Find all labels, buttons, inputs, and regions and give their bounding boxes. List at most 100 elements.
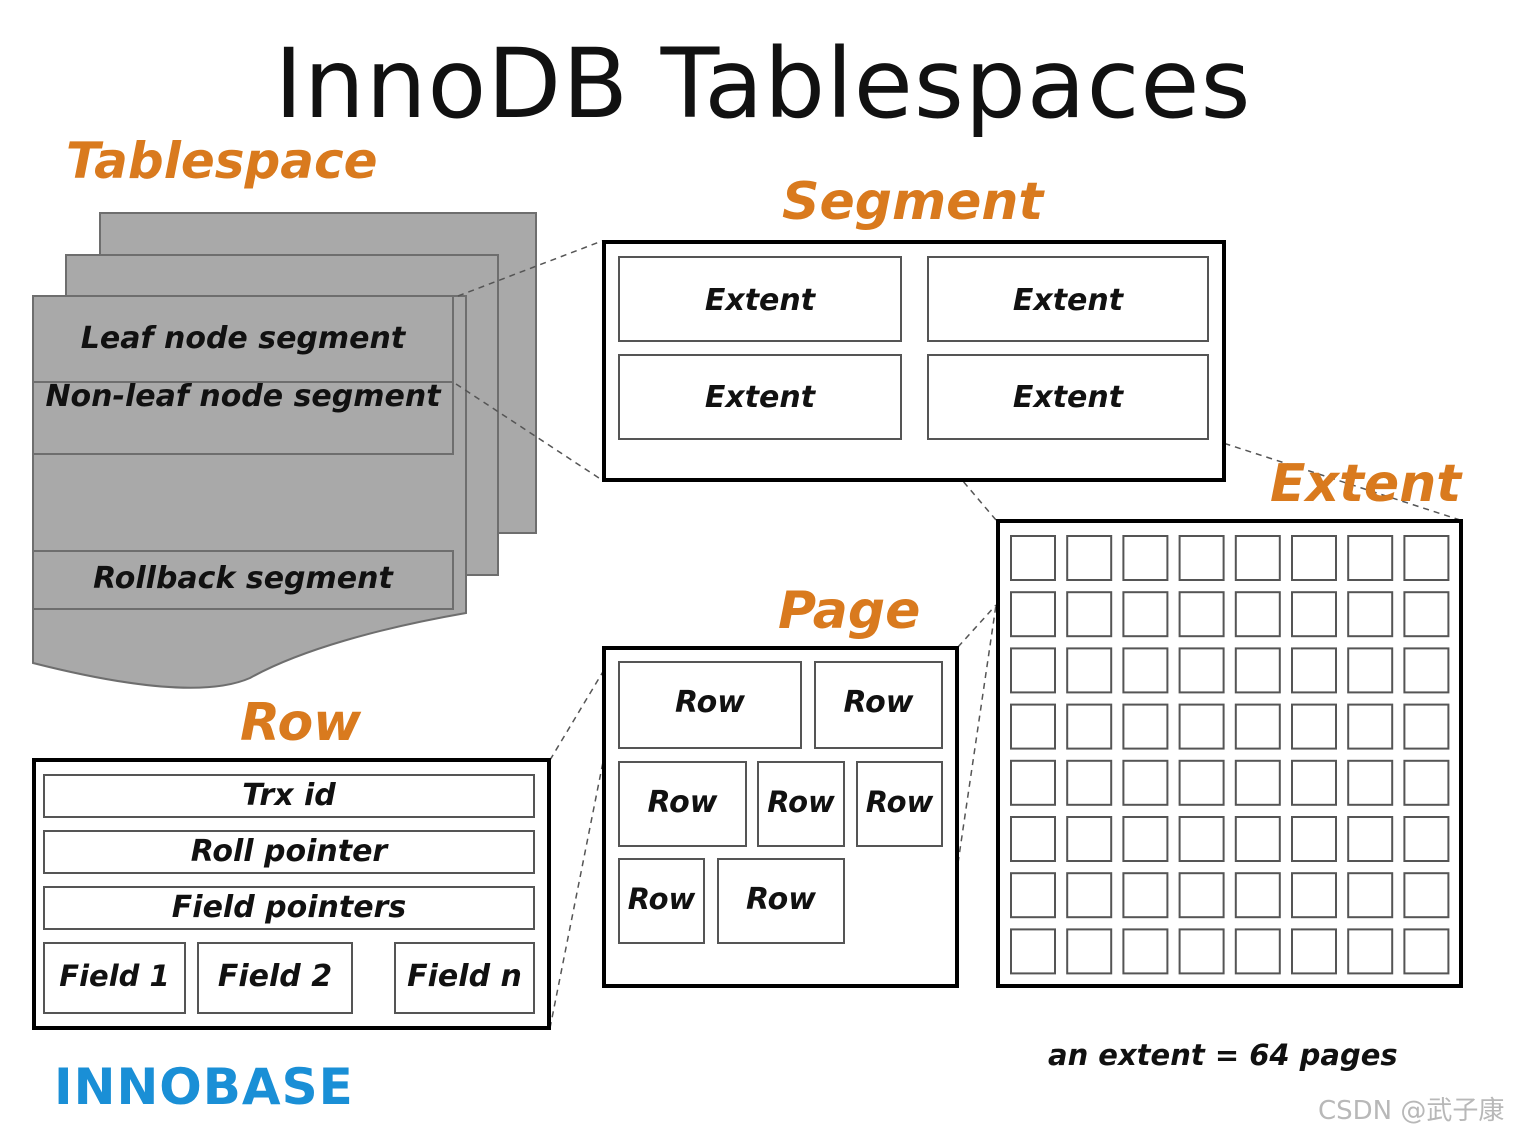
extent-page-cell xyxy=(1234,928,1281,975)
extent-page-cell xyxy=(1066,703,1113,750)
extent-page-cell xyxy=(1010,872,1056,919)
extent-page-cell xyxy=(1403,872,1450,919)
extent-page-cell xyxy=(1347,703,1394,750)
segment-box xyxy=(602,240,1226,482)
extent-page-cell xyxy=(1066,647,1113,694)
field-1-label: Field 1 xyxy=(59,959,170,993)
extent-page-cell xyxy=(1291,591,1337,638)
extent-page-cell xyxy=(1234,591,1281,638)
page-box xyxy=(602,646,959,988)
page-row-label: Row xyxy=(746,882,816,917)
extent-page-cell xyxy=(1066,872,1113,919)
extent-size-note: an extent = 64 pages xyxy=(1048,1038,1398,1072)
connector-line xyxy=(457,240,603,297)
extent-cell-label: Extent xyxy=(704,380,816,415)
extent-page-cell xyxy=(1010,928,1056,975)
page-label: Page xyxy=(778,581,921,641)
page-row-cell xyxy=(618,661,802,749)
extent-page-cell xyxy=(1234,647,1281,694)
field-1-cell xyxy=(43,942,186,1014)
extent-page-cell xyxy=(1066,535,1113,581)
extent-page-cell xyxy=(1010,591,1056,638)
extent-page-cell xyxy=(1234,872,1281,919)
extent-cell xyxy=(927,256,1209,342)
field-2-cell xyxy=(197,942,353,1014)
innobase-logo: INNOBASE xyxy=(54,1058,354,1116)
non-leaf-node-segment-box xyxy=(32,381,454,455)
extent-cell xyxy=(618,256,902,342)
extent-page-cell xyxy=(1122,703,1169,750)
connector-line xyxy=(455,383,603,481)
extent-page-cell xyxy=(1291,647,1337,694)
extent-page-cell xyxy=(1403,535,1450,581)
extent-page-cell xyxy=(1291,928,1337,975)
tablespace-label: Tablespace xyxy=(66,132,378,190)
page-row-cell xyxy=(618,858,705,944)
extent-page-cell xyxy=(1347,928,1394,975)
extent-page-cell xyxy=(1122,535,1169,581)
extent-page-cell xyxy=(1178,816,1225,862)
extent-page-cell xyxy=(1291,703,1337,750)
extent-page-cell xyxy=(1403,928,1450,975)
extent-cell-label: Extent xyxy=(1012,283,1124,318)
extent-page-grid xyxy=(1010,535,1450,975)
extent-page-cell xyxy=(1066,816,1113,862)
extent-page-cell xyxy=(1234,703,1281,750)
extent-page-cell xyxy=(1403,591,1450,638)
connector-line xyxy=(549,669,605,761)
connector-lines xyxy=(455,240,1461,1029)
csdn-watermark: CSDN @武子康 xyxy=(1318,1096,1505,1126)
extent-page-cell xyxy=(1234,535,1281,581)
non-leaf-node-segment-label: Non-leaf node segment xyxy=(45,379,441,414)
extent-page-cell xyxy=(1403,647,1450,694)
field-2-label: Field 2 xyxy=(217,959,333,994)
field-n-label: Field n xyxy=(407,959,522,994)
rollback-segment-label: Rollback segment xyxy=(93,561,393,596)
extent-page-cell xyxy=(1010,703,1056,750)
extent-page-cell xyxy=(1122,647,1169,694)
connector-line xyxy=(957,604,997,864)
extent-page-cell xyxy=(1403,759,1450,806)
leaf-node-segment-box xyxy=(32,295,454,383)
extent-page-cell xyxy=(1291,535,1337,581)
extent-page-cell xyxy=(1010,816,1056,862)
page-row-cell xyxy=(717,858,845,944)
field-n-cell xyxy=(394,942,535,1014)
extent-page-cell xyxy=(1347,872,1394,919)
tablespace-stack xyxy=(32,212,537,689)
extent-page-cell xyxy=(1234,759,1281,806)
extent-page-cell xyxy=(1178,591,1225,638)
extent-page-cell xyxy=(1178,703,1225,750)
extent-page-cell xyxy=(1122,816,1169,862)
extent-page-cell xyxy=(1403,703,1450,750)
leaf-node-segment-label: Leaf node segment xyxy=(80,321,406,356)
page-row-label: Row xyxy=(627,882,696,916)
page-row-label: Row xyxy=(767,785,835,819)
extent-page-cell xyxy=(1122,591,1169,638)
rollback-segment-box xyxy=(32,550,454,610)
field-pointers-label: Field pointers xyxy=(171,890,407,925)
extent-label: Extent xyxy=(1270,454,1462,514)
extent-page-cell xyxy=(1178,872,1225,919)
extent-page-cell xyxy=(1066,759,1113,806)
connector-line xyxy=(549,756,605,1029)
page-title: InnoDB Tablespaces xyxy=(274,28,1252,140)
page-row-label: Row xyxy=(647,785,718,820)
extent-page-cell xyxy=(1066,928,1113,975)
extent-page-cell xyxy=(1403,816,1450,862)
extent-page-cell xyxy=(1122,872,1169,919)
roll-pointer-field xyxy=(43,830,535,874)
field-pointers-field xyxy=(43,886,535,930)
extent-page-cell xyxy=(1347,647,1394,694)
roll-pointer-label: Roll pointer xyxy=(190,834,388,869)
extent-page-cell xyxy=(1066,591,1113,638)
extent-page-cell xyxy=(1291,816,1337,862)
row-box xyxy=(32,758,551,1030)
extent-page-cell xyxy=(1010,647,1056,694)
extent-page-cell xyxy=(1178,535,1225,581)
page-row-label: Row xyxy=(675,685,745,720)
page-row-cell xyxy=(814,661,943,749)
page-row-cell xyxy=(618,761,747,847)
row-label: Row xyxy=(240,693,362,753)
